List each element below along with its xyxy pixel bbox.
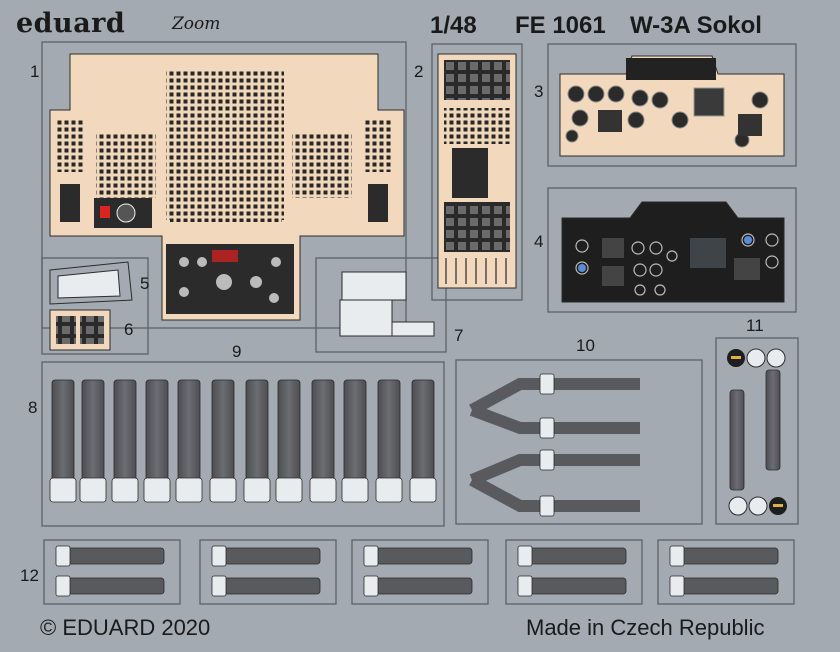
part-number-4: 4	[534, 232, 544, 251]
frame-part-12b	[199, 539, 337, 605]
frame-part-2	[431, 43, 523, 301]
model-name: W-3A Sokol	[630, 12, 762, 39]
frame-part-4	[547, 187, 797, 313]
product-code: FE 1061	[515, 12, 606, 39]
part-4-instrument-panel	[561, 201, 785, 303]
frame-part-3	[547, 43, 797, 167]
part-number-3: 3	[534, 82, 544, 101]
part-3-instrument-panel	[559, 55, 785, 157]
part-number-7: 7	[454, 326, 464, 345]
part-10-straps	[469, 378, 640, 512]
part-2-pedestal	[437, 53, 517, 289]
brand-logo: eduard	[16, 8, 126, 39]
part-number-5: 5	[140, 274, 150, 293]
belt-strip	[51, 379, 435, 497]
frame-part-12e	[657, 539, 795, 605]
scale-label: 1/48	[430, 12, 477, 39]
frame-part-7	[315, 257, 447, 353]
zoom-logo: Zoom	[172, 14, 221, 34]
frame-part-8-9	[41, 361, 445, 527]
frame-part-10	[455, 359, 703, 525]
part-number-10: 10	[576, 336, 595, 355]
part-number-8: 8	[28, 398, 38, 417]
part-5-6-panels	[49, 261, 133, 351]
frame-part-5-6	[41, 257, 149, 355]
frame-part-12d	[505, 539, 643, 605]
part-number-12: 12	[20, 566, 39, 585]
frame-part-1	[41, 41, 407, 329]
part-number-1: 1	[30, 62, 40, 81]
part-number-6: 6	[124, 320, 134, 339]
origin-text: Made in Czech Republic	[526, 615, 765, 640]
part-7-panel	[339, 271, 435, 337]
part-11-belts	[727, 348, 787, 516]
part-12-straps	[55, 545, 779, 597]
part-number-2: 2	[414, 62, 424, 81]
frame-part-12c	[351, 539, 489, 605]
part-number-9: 9	[232, 342, 242, 361]
frame-part-11	[715, 337, 799, 525]
frame-part-12a	[43, 539, 181, 605]
copyright-text: © EDUARD 2020	[40, 615, 211, 640]
part-8-9-belts	[49, 379, 437, 503]
part-number-11: 11	[746, 316, 764, 335]
part-1-console	[49, 53, 405, 321]
